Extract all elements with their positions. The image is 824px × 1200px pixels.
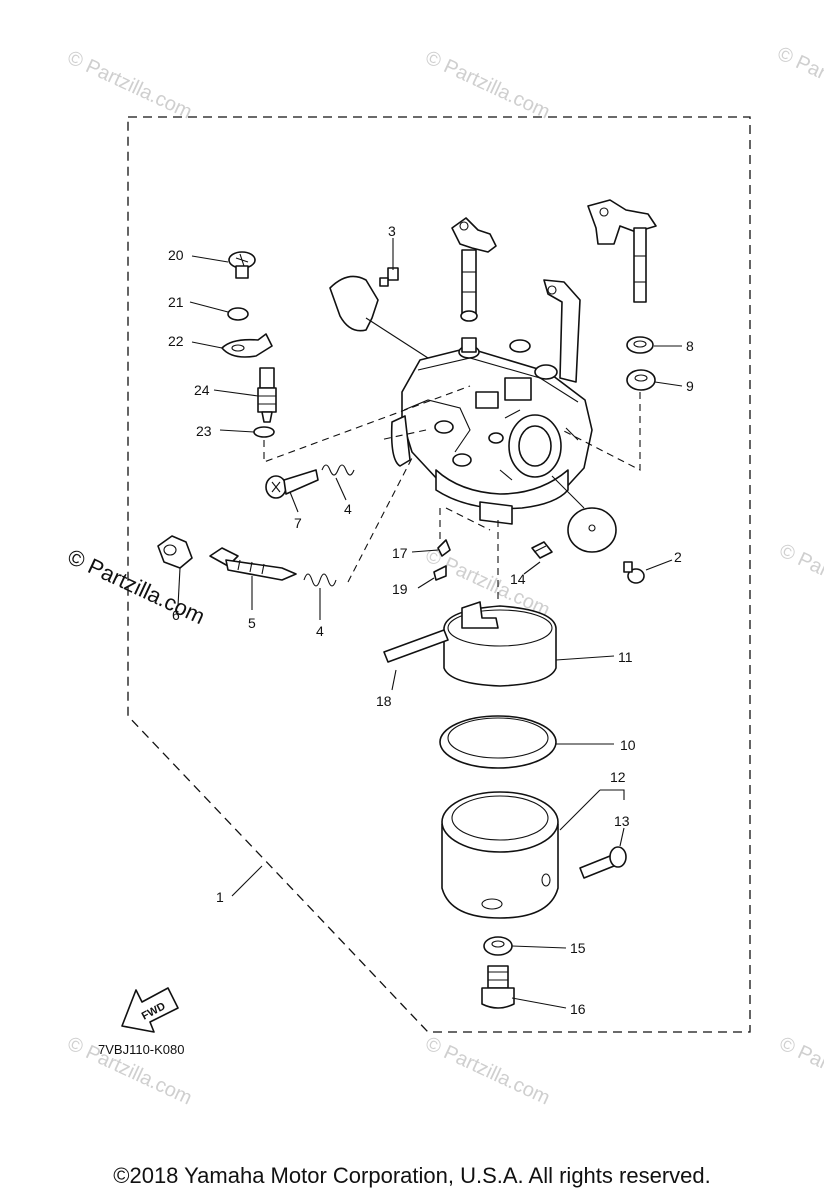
assembly-guides [263,385,641,604]
jet-17 [437,539,451,557]
watermark: © Partzilla.com [64,47,195,124]
assembly-boundary [127,116,751,1033]
throttle-lever [451,217,497,322]
copyright-notice: ©2018 Yamaha Motor Corporation, U.S.A. A… [113,1163,711,1188]
callout-12: 12 [610,769,626,785]
watermark: © Partzilla.com [422,1033,553,1110]
screw-2 [623,561,645,584]
needle-clip-6 [157,535,193,569]
drain-bolt-16 [481,965,515,1009]
callouts: 1 2 3 4 4 5 6 7 8 9 10 11 12 13 14 15 16… [168,223,694,1017]
callout-15: 15 [570,940,586,956]
watermark: © Partzilla.com [776,540,824,617]
callout-8: 8 [686,338,694,354]
callout-9: 9 [686,378,694,394]
fwd-arrow-icon: FWD [121,987,179,1033]
callout-20: 20 [168,247,184,263]
spring-4-lower [303,573,337,587]
screw-3 [379,267,399,287]
callout-11: 11 [618,649,633,665]
float-chamber-12 [441,791,559,919]
clip-19 [433,565,447,581]
carburetor-body [390,279,593,525]
screw-7 [265,469,319,499]
screw-13 [579,846,627,879]
pilot-jet-24 [257,367,277,423]
callout-3: 3 [388,223,396,239]
callout-18: 18 [376,693,392,709]
needle-5 [209,547,297,581]
valve-plate-2 [567,507,617,553]
o-ring-23 [253,426,275,438]
seal-9 [626,369,656,391]
throttle-plate [329,275,379,332]
callout-10: 10 [620,737,636,753]
callout-7: 7 [294,515,302,531]
callout-6: 6 [172,607,180,623]
callout-16: 16 [570,1001,586,1017]
callout-14: 14 [510,571,526,587]
jet-14 [531,541,553,559]
watermark: © Partzilla.com [774,43,824,120]
callout-4: 4 [344,501,352,517]
gasket-10 [439,715,557,769]
callout-24: 24 [194,382,210,398]
screw-20 [228,251,256,279]
callout-19: 19 [392,581,408,597]
callout-13: 13 [614,813,630,829]
leader-lines [177,238,683,1009]
seal-8 [626,336,654,354]
float-pin-18 [383,629,449,663]
callout-4: 4 [316,623,324,639]
callout-22: 22 [168,333,184,349]
callout-17: 17 [392,545,408,561]
callout-5: 5 [248,615,256,631]
watermark: © Partzilla.com [422,47,553,124]
choke-lever [587,199,657,303]
callout-2: 2 [674,549,682,565]
washer-21 [227,307,249,321]
diagram-code: 7VBJ110-K080 [98,1042,185,1057]
watermark: © Partzilla.com [776,1033,824,1110]
spring-4-upper [321,464,355,476]
callout-23: 23 [196,423,212,439]
washer-15 [483,936,513,956]
float-11 [443,601,557,687]
callout-21: 21 [168,294,184,310]
callout-1: 1 [216,889,224,905]
bracket-22 [221,333,273,358]
